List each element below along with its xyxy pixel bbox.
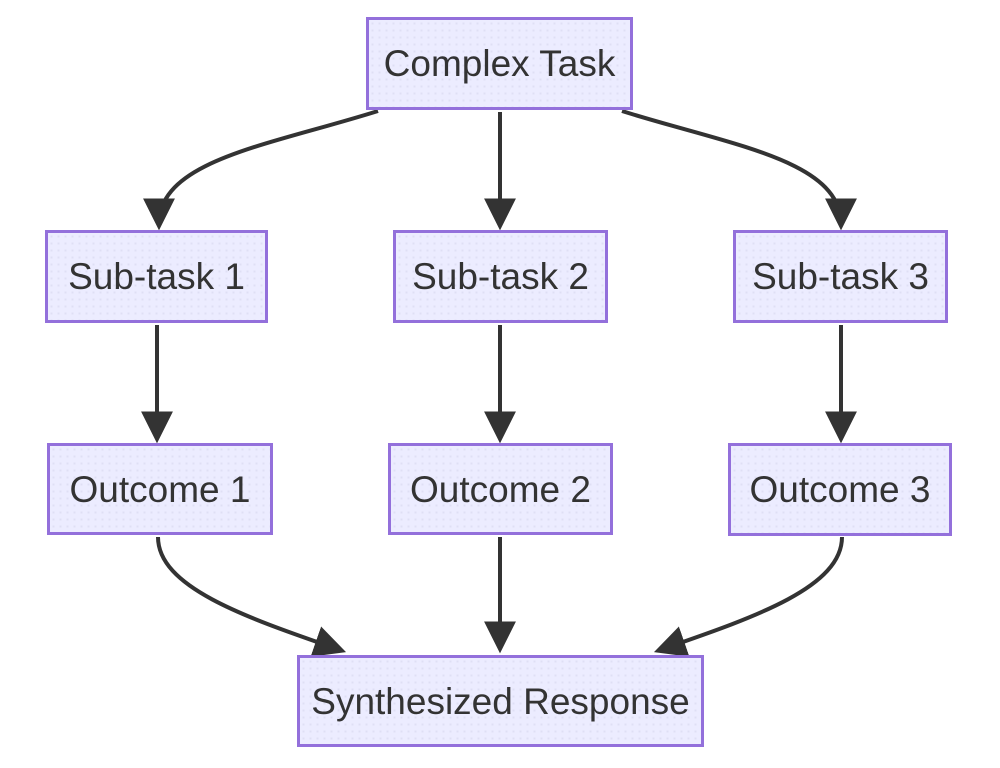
- node-subtask-3: Sub-task 3: [733, 230, 948, 323]
- node-outcome-3: Outcome 3: [728, 443, 952, 536]
- edge-outcome-1-to-synthesized-response: [156, 536, 347, 657]
- node-subtask-3-label: Sub-task 3: [752, 256, 929, 297]
- node-complex-task: Complex Task: [366, 17, 633, 110]
- node-synthesized-response-label: Synthesized Response: [311, 680, 690, 722]
- node-outcome-2-label: Outcome 2: [410, 468, 591, 510]
- node-subtask-2-label: Sub-task 2: [412, 256, 589, 297]
- node-outcome-1: Outcome 1: [47, 443, 273, 535]
- node-subtask-2: Sub-task 2: [393, 230, 608, 323]
- node-outcome-1-label: Outcome 1: [69, 468, 251, 510]
- node-synthesized-response: Synthesized Response: [297, 655, 704, 747]
- node-subtask-1-label: Sub-task 1: [68, 256, 245, 297]
- edge-complex-task-to-subtask-1: [143, 109, 379, 231]
- node-outcome-2: Outcome 2: [388, 443, 613, 535]
- edge-complex-task-to-subtask-3: [621, 109, 857, 231]
- node-subtask-1: Sub-task 1: [45, 230, 268, 323]
- node-complex-task-label: Complex Task: [383, 43, 616, 84]
- edge-outcome-3-to-synthesized-response: [653, 536, 844, 657]
- node-outcome-3-label: Outcome 3: [749, 469, 931, 510]
